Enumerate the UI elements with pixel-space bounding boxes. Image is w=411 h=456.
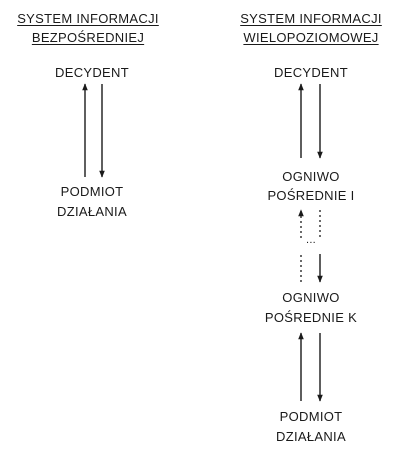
left-node-decydent: DECYDENT	[55, 65, 129, 80]
right-node-podmiot-line1: PODMIOT	[279, 409, 343, 424]
right-node-ogniwo-i-line2: POŚREDNIE I	[267, 188, 355, 203]
left-node-podmiot-line1: PODMIOT	[60, 184, 124, 199]
right-heading-line2: WIELOPOZIOMOWEJ	[243, 30, 379, 45]
left-heading-line2: BEZPOŚREDNIEJ	[31, 30, 145, 45]
right-ellipsis: ...	[305, 234, 317, 246]
right-node-ogniwo-i-line1: OGNIWO	[282, 169, 340, 184]
left-heading-line1: SYSTEM INFORMACJI	[17, 11, 159, 26]
left-node-podmiot-line2: DZIAŁANIA	[57, 204, 127, 219]
right-node-ogniwo-k-line2: POŚREDNIE K	[264, 310, 358, 325]
right-node-ogniwo-k-line1: OGNIWO	[282, 290, 340, 305]
right-heading-line1: SYSTEM INFORMACJI	[240, 11, 382, 26]
right-node-podmiot-line2: DZIAŁANIA	[276, 429, 346, 444]
right-node-decydent: DECYDENT	[274, 65, 348, 80]
